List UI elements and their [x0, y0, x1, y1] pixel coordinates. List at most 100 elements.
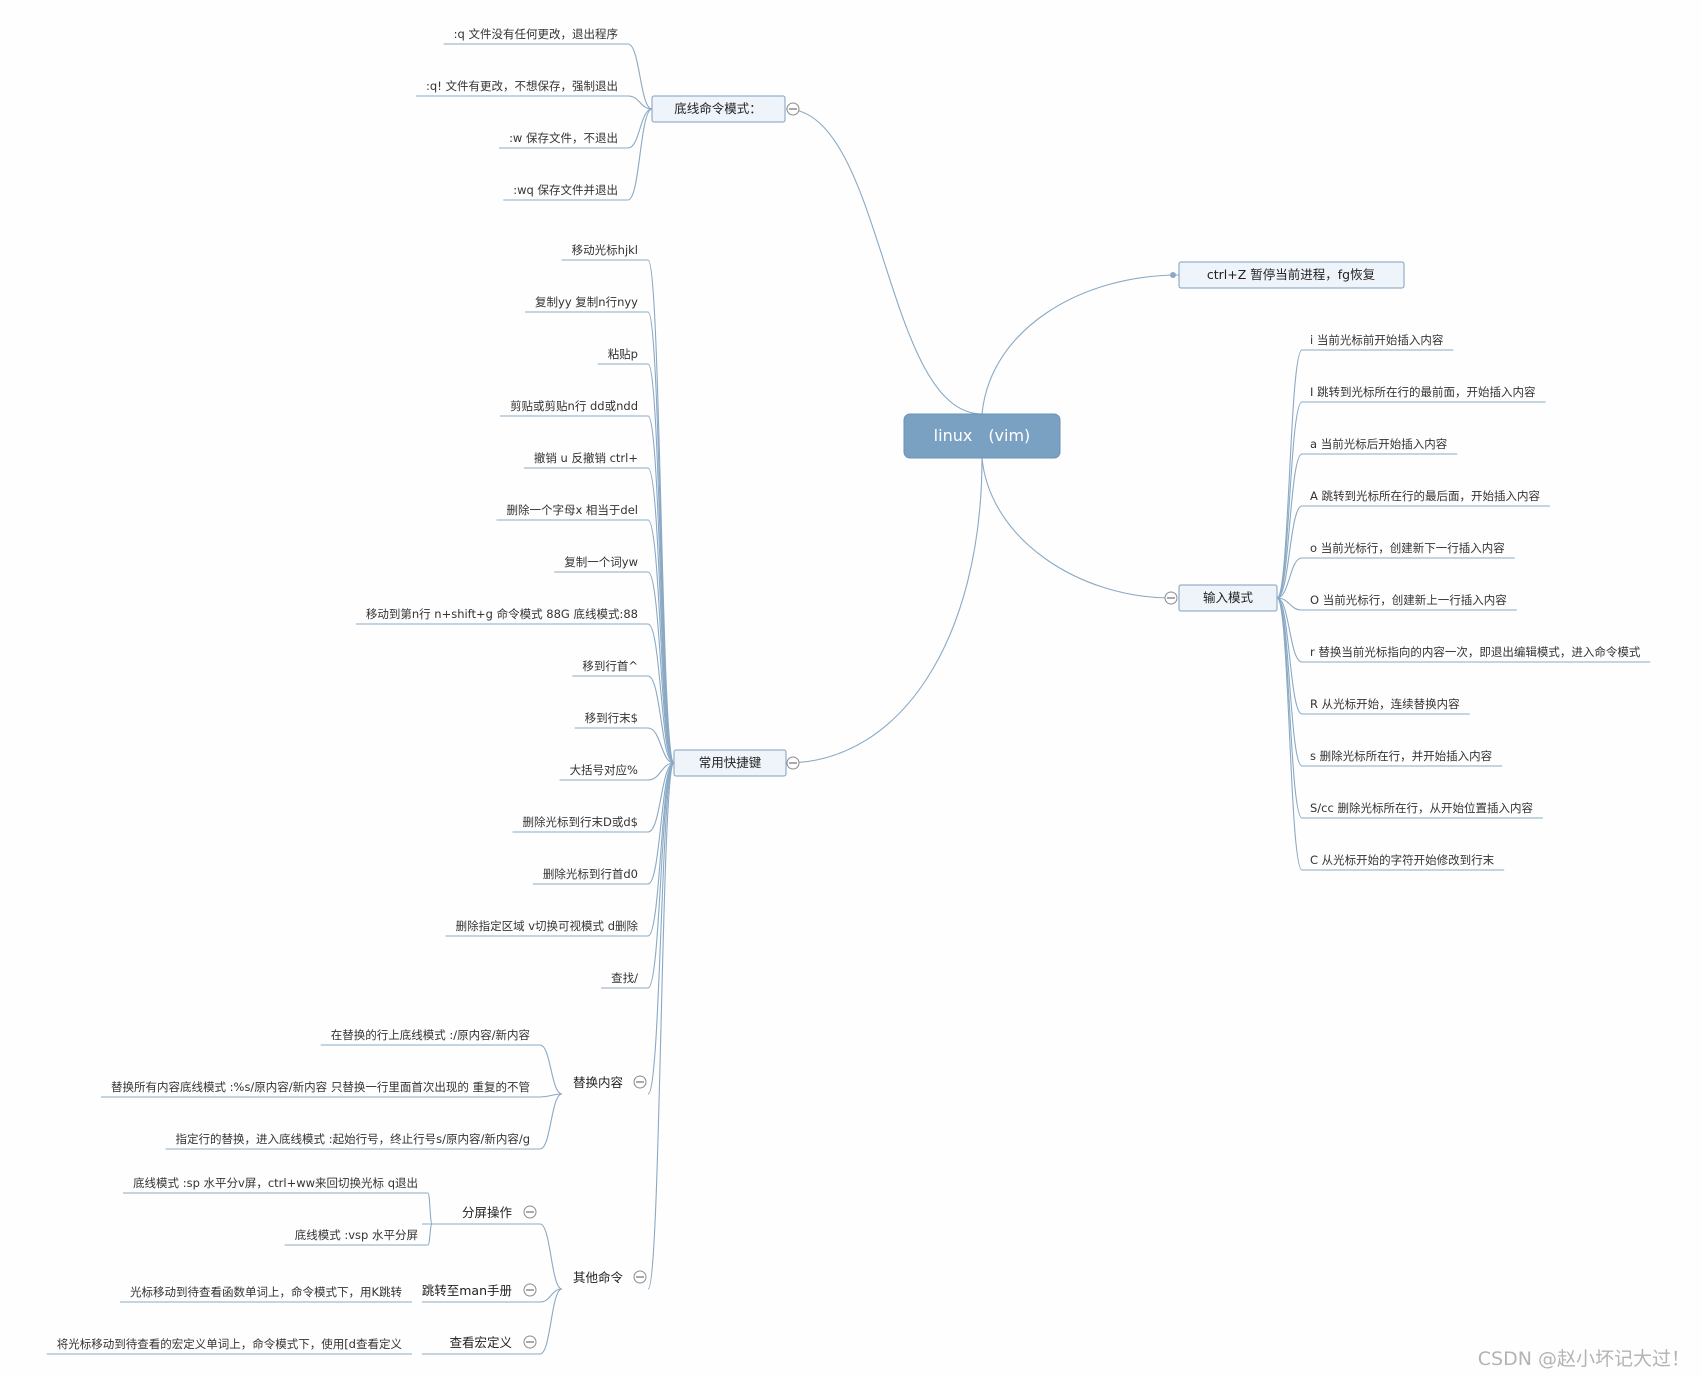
leaf-node[interactable]: 移到行首^	[572, 659, 648, 677]
leaf-node[interactable]: S/cc 删除光标所在行，从开始位置插入内容	[1302, 801, 1543, 819]
leaf-node[interactable]: 底线模式 :sp 水平分v屏，ctrl+ww来回切换光标 q退出	[123, 1176, 428, 1194]
leaf-label: 删除光标到行末D或d$	[523, 815, 638, 829]
link-shortcut-replace	[647, 762, 675, 1095]
leaf-label: 移到行末$	[585, 711, 638, 725]
connector-curve	[647, 571, 675, 764]
leaf-node[interactable]: I 跳转到光标所在行的最前面，开始插入内容	[1302, 385, 1546, 403]
root-node[interactable]: linux (vim)	[903, 413, 1061, 459]
leaf-node[interactable]: :q! 文件有更改，不想保存，强制退出	[416, 79, 628, 97]
leaf-node[interactable]: a 当前光标后开始插入内容	[1302, 437, 1458, 455]
connector-curve	[647, 762, 675, 937]
leaf-node[interactable]: s 删除光标所在行，并开始插入内容	[1302, 749, 1503, 767]
link-other-man	[539, 1288, 563, 1303]
leaf-node[interactable]: 删除光标到行首d0	[532, 867, 648, 885]
connector-curve	[627, 95, 653, 110]
node-replace-label[interactable]: 替换内容	[573, 1075, 623, 1090]
leaf-node[interactable]: 删除光标到行末D或d$	[512, 815, 648, 833]
connector-curve	[647, 415, 675, 764]
connector-curve	[1276, 401, 1303, 599]
leaf-node[interactable]: 复制yy 复制n行nyy	[525, 295, 648, 313]
node-shortcut-keys[interactable]: 常用快捷键	[673, 749, 787, 777]
connector-curve	[539, 1093, 563, 1098]
connector-curve	[539, 1044, 563, 1095]
leaf-node[interactable]: 底线模式 :vsp 水平分屏	[284, 1228, 428, 1246]
leaf-label: :q! 文件有更改，不想保存，强制退出	[426, 79, 618, 93]
leaf-node[interactable]: :wq 保存文件并退出	[503, 183, 628, 201]
leaf-label: 在替换的行上底线模式 :/原内容/新内容	[331, 1028, 531, 1042]
connector-dot	[1170, 272, 1176, 278]
leaf-node[interactable]: 查找/	[601, 971, 648, 989]
collapse-icon[interactable]	[786, 102, 800, 116]
leaf-label: 将光标移动到待查看的宏定义单词上，命令模式下，使用[d查看定义	[57, 1337, 403, 1351]
leaf-node[interactable]: 删除一个字母x 相当于del	[496, 503, 648, 521]
leaf-node[interactable]: R 从光标开始，连续替换内容	[1302, 697, 1470, 715]
leaf-label: i 当前光标前开始插入内容	[1310, 333, 1444, 347]
leaf-label: a 当前光标后开始插入内容	[1310, 437, 1448, 451]
leaf-label: 光标移动到待查看函数单词上，命令模式下，用K跳转	[130, 1285, 403, 1299]
leaf-node[interactable]: C 从光标开始的字符开始修改到行末	[1302, 853, 1505, 871]
leaf-node[interactable]: o 当前光标行，创建新下一行插入内容	[1302, 541, 1515, 559]
leaf-label: :q 文件没有任何更改，退出程序	[454, 27, 618, 41]
leaf-node[interactable]: 将光标移动到待查看的宏定义单词上，命令模式下，使用[d查看定义	[46, 1337, 412, 1355]
collapse-icon[interactable]	[786, 756, 800, 770]
node-man-label[interactable]: 跳转至man手册	[422, 1283, 512, 1298]
leaf-node[interactable]: 粘贴p	[597, 347, 648, 365]
leaf-label: 底线模式 :sp 水平分v屏，ctrl+ww来回切换光标 q退出	[133, 1176, 418, 1190]
leaf-node[interactable]: 光标移动到待查看函数单词上，命令模式下，用K跳转	[119, 1285, 412, 1303]
link-root-insert	[981, 457, 1172, 599]
leaf-label: :wq 保存文件并退出	[513, 183, 618, 197]
leaf-label: :w 保存文件，不退出	[509, 131, 618, 145]
node-bottom-line-mode[interactable]: 底线命令模式：	[651, 95, 786, 123]
leaf-node[interactable]: r 替换当前光标指向的内容一次，即退出编辑模式，进入命令模式	[1302, 645, 1651, 663]
connector-curve	[1276, 597, 1303, 715]
leaf-node[interactable]: 移动光标hjkl	[561, 243, 648, 261]
collapse-icon[interactable]	[1164, 591, 1178, 605]
leaf-node[interactable]: 剪贴或剪贴n行 dd或ndd	[500, 399, 648, 417]
watermark-text: CSDN @赵小坏记大过！	[1478, 1348, 1690, 1370]
leaf-node[interactable]: 撤销 u 反撤销 ctrl+	[523, 451, 648, 469]
collapse-icon[interactable]	[523, 1335, 537, 1349]
connector-curve	[1276, 505, 1303, 599]
leaf-label: 查找/	[611, 971, 638, 985]
node-split-label[interactable]: 分屏操作	[462, 1205, 513, 1220]
leaf-node[interactable]: O 当前光标行，创建新上一行插入内容	[1302, 593, 1517, 611]
leaf-node[interactable]: :q 文件没有任何更改，退出程序	[443, 27, 628, 45]
leaf-label: R 从光标开始，连续替换内容	[1310, 697, 1460, 711]
collapse-icon[interactable]	[523, 1283, 537, 1297]
connector-curve	[427, 1192, 433, 1225]
link-other-split	[539, 1223, 563, 1290]
leaf-label: 删除一个字母x 相当于del	[506, 503, 638, 517]
node-insert-mode[interactable]: 输入模式	[1178, 584, 1278, 612]
collapse-icon[interactable]	[633, 1075, 647, 1089]
node-ctrl-z[interactable]: ctrl+Z 暂停当前进程，fg恢复	[1178, 261, 1405, 289]
node-other-label[interactable]: 其他命令	[573, 1270, 624, 1285]
leaf-node[interactable]: 在替换的行上底线模式 :/原内容/新内容	[320, 1028, 540, 1046]
leaf-label: 底线模式 :vsp 水平分屏	[295, 1228, 418, 1242]
node-macro-label[interactable]: 查看宏定义	[449, 1335, 512, 1350]
link-root-shortcut	[785, 457, 983, 764]
leaf-node[interactable]: A 跳转到光标所在行的最后面，开始插入内容	[1302, 489, 1551, 507]
leaf-label: 删除光标到行首d0	[543, 867, 638, 881]
collapse-icon[interactable]	[523, 1205, 537, 1219]
leaf-node[interactable]: 删除指定区域 v切换可视模式 d删除	[445, 919, 648, 937]
node-shortcut-label: 常用快捷键	[699, 755, 762, 770]
leaf-node[interactable]: 替换所有内容底线模式 :%s/原内容/新内容 只替换一行里面首次出现的 重复的不…	[100, 1080, 540, 1098]
leaf-node[interactable]: i 当前光标前开始插入内容	[1302, 333, 1454, 351]
leaf-node[interactable]: 移到行末$	[574, 711, 648, 729]
leaf-node[interactable]: 指定行的替换，进入底线模式 :起始行号，终止行号s/原内容/新内容/g	[165, 1132, 540, 1150]
node-insert-label: 输入模式	[1203, 590, 1254, 605]
connector-lines	[427, 43, 1303, 1355]
leaf-node[interactable]: 大括号对应%	[559, 763, 648, 781]
connector-curve	[647, 363, 675, 764]
collapse-icon[interactable]	[633, 1270, 647, 1284]
leaf-label: 剪贴或剪贴n行 dd或ndd	[510, 399, 638, 413]
connector-curve	[627, 108, 653, 201]
node-ctrl-z-label: ctrl+Z 暂停当前进程，fg恢复	[1207, 267, 1376, 282]
leaf-label: C 从光标开始的字符开始修改到行末	[1310, 853, 1495, 867]
leaf-node[interactable]: 复制一个词yw	[554, 555, 648, 573]
link-shortcut-other	[647, 762, 675, 1290]
leaf-node[interactable]: 移动到第n行 n+shift+g 命令模式 88G 底线模式:88	[355, 607, 648, 625]
leaf-label: 删除指定区域 v切换可视模式 d删除	[456, 919, 639, 933]
leaf-node[interactable]: :w 保存文件，不退出	[499, 131, 628, 149]
